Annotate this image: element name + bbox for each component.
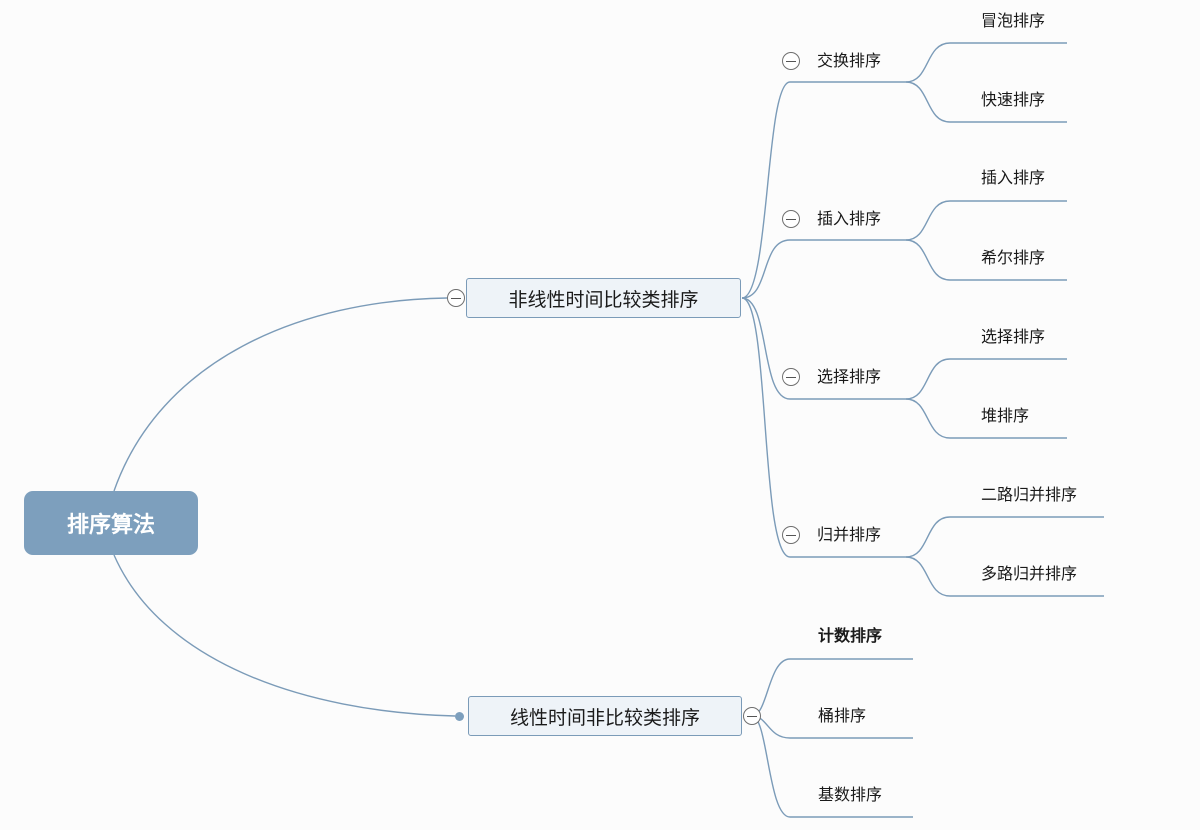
subtopic-label[interactable]: 插入排序 <box>817 209 882 228</box>
branch-topic-2[interactable]: 线性时间非比较类排序 <box>468 696 742 736</box>
subtopic-label[interactable]: 交换排序 <box>817 51 882 70</box>
connector-topic1-leaf1 <box>905 42 1067 83</box>
branch-topic-2-label: 线性时间非比较类排序 <box>509 706 700 729</box>
connector-branch1-topic4 <box>741 297 906 558</box>
root-topic-label: 排序算法 <box>66 513 155 538</box>
root-topic[interactable]: 排序算法 <box>24 491 198 555</box>
leaf-topic-label[interactable]: 选择排序 <box>981 327 1046 346</box>
collapse-icon[interactable] <box>782 526 800 544</box>
collapse-icon[interactable] <box>447 289 465 307</box>
connector-topic4-leaf2 <box>905 556 1104 597</box>
connector-topic1-leaf2 <box>905 81 1067 123</box>
connector-root-to-branch-1 <box>113 297 448 492</box>
branch-topic-1[interactable]: 非线性时间比较类排序 <box>466 278 741 318</box>
connector-root-to-branch-2 <box>113 554 456 717</box>
leaf-topic-label[interactable]: 计数排序 <box>818 626 883 645</box>
connector-topic2-leaf2 <box>905 239 1067 281</box>
connector-branch1-topic2 <box>741 239 906 299</box>
connector-dot <box>455 712 464 721</box>
leaf-topic-label[interactable]: 二路归并排序 <box>981 485 1078 504</box>
collapse-icon[interactable] <box>782 210 800 228</box>
connector-topic3-leaf1 <box>905 358 1067 400</box>
connector-topic3-leaf2 <box>905 398 1067 439</box>
subtopic-label[interactable]: 选择排序 <box>817 367 882 386</box>
leaf-topic-label[interactable]: 堆排序 <box>981 406 1030 425</box>
leaf-topic-label[interactable]: 基数排序 <box>818 785 883 804</box>
connector-branch1-topic3 <box>741 297 906 400</box>
collapse-icon[interactable] <box>782 52 800 70</box>
connector-topic4-leaf1 <box>905 516 1104 558</box>
connector-topic2-leaf1 <box>905 200 1067 241</box>
leaf-topic-label[interactable]: 插入排序 <box>981 168 1046 187</box>
leaf-topic-label[interactable]: 桶排序 <box>818 706 867 725</box>
leaf-topic-label[interactable]: 希尔排序 <box>981 248 1046 267</box>
subtopic-label[interactable]: 归并排序 <box>817 525 882 544</box>
connector-branch1-topic1 <box>741 81 906 299</box>
branch-topic-1-label: 非线性时间比较类排序 <box>508 288 699 311</box>
collapse-icon[interactable] <box>743 707 761 725</box>
leaf-topic-label[interactable]: 多路归并排序 <box>981 564 1078 583</box>
leaf-topic-label[interactable]: 冒泡排序 <box>981 11 1046 30</box>
collapse-icon[interactable] <box>782 368 800 386</box>
leaf-topic-label[interactable]: 快速排序 <box>981 90 1046 109</box>
